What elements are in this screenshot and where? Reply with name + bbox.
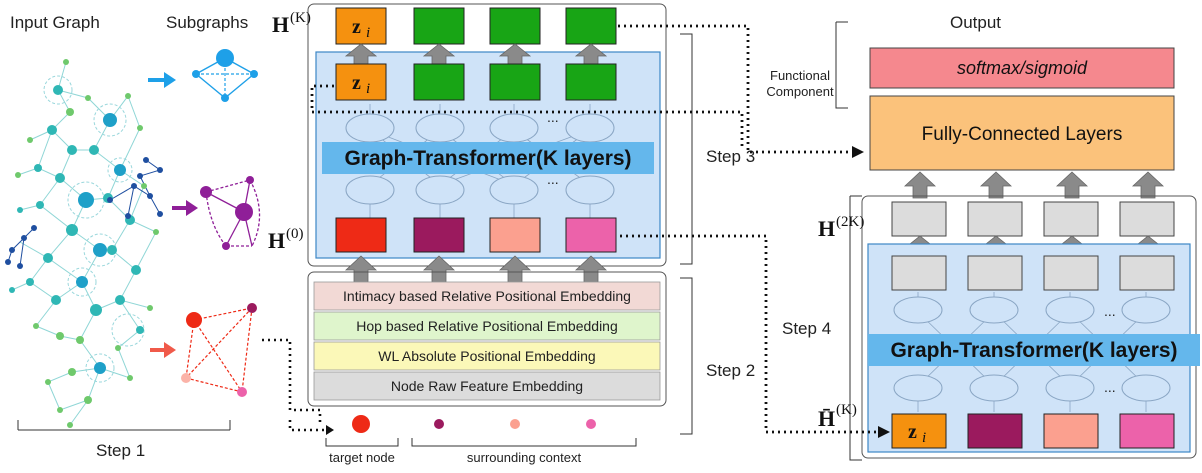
svg-text:...: ... [1104, 379, 1116, 395]
h0-sup: (0) [286, 226, 304, 242]
embedding-intimacy [313, 281, 661, 311]
fully-connected-box [869, 95, 1175, 171]
svg-text:z: z [908, 421, 917, 443]
subgraph-arrow-purple [172, 200, 198, 216]
embedding-hop [313, 311, 661, 341]
hK-sup: (K) [290, 10, 311, 26]
step1-bracket [17, 420, 231, 431]
output-label: Output [950, 13, 1001, 32]
functional-label-1: Functional [770, 68, 830, 83]
h0-box-purple [413, 217, 465, 253]
green-box-top-3 [565, 7, 617, 45]
h2K-label: H [818, 216, 835, 241]
dotted-connectors [310, 24, 876, 434]
surrounding-context-label: surrounding context [467, 450, 582, 465]
step3-label: Step 3 [706, 147, 755, 166]
h0-label: H [268, 228, 285, 253]
subgraph-arrow-blue [148, 72, 176, 88]
subgraph-purple [200, 176, 261, 250]
embedding-stack: Intimacy based Relative Positional Embed… [313, 281, 661, 401]
transformer-band-1 [322, 142, 654, 174]
softmax-label: softmax/sigmoid [957, 58, 1088, 78]
svg-text:Intimacy based Relative Positi: Intimacy based Relative Positional Embed… [343, 288, 631, 304]
h0-box-red [335, 217, 387, 253]
embedding-raw [313, 371, 661, 401]
svg-text:z: z [352, 72, 361, 94]
input-graph-network [5, 59, 163, 428]
fully-connected-label: Fully-Connected Layers [922, 124, 1123, 145]
h2K-sup: (2K) [836, 214, 864, 230]
green-box-top-1 [413, 7, 465, 45]
svg-text:Node Raw Feature Embedding: Node Raw Feature Embedding [391, 378, 583, 394]
subgraph-red [181, 303, 257, 397]
graph-transformer-label-1: Graph-Transformer(K layers) [344, 147, 631, 170]
subgraph-arrow-red [150, 342, 176, 358]
zi-box-second [335, 63, 387, 101]
svg-text:Hop based Relative Positional: Hop based Relative Positional Embedding [356, 318, 618, 334]
h0-box-pink [565, 217, 617, 253]
hK-label: H [272, 12, 289, 37]
svg-text:...: ... [547, 109, 559, 125]
svg-text:...: ... [1104, 303, 1116, 319]
zi-box-top [335, 7, 387, 45]
dotted-path-to-target [262, 338, 322, 424]
svg-text:WL Absolute Positional Embeddi: WL Absolute Positional Embedding [378, 348, 595, 364]
softmax-box [869, 47, 1175, 89]
middle-transformer-panel: H (K) z i z i [268, 3, 755, 465]
graph-transformer-label-2: Graph-Transformer(K layers) [890, 339, 1177, 362]
input-graph-label: Input Graph [10, 13, 100, 32]
step2-label: Step 2 [706, 361, 755, 380]
subgraph-blue [192, 49, 258, 102]
zi-box-right [891, 413, 947, 449]
input-graph-panel: Input Graph Subgraphs [5, 13, 334, 460]
green-box-top-2 [489, 7, 541, 45]
subgraphs-label: Subgraphs [166, 13, 248, 32]
right-output-panel: Output Functional Component softmax/sigm… [766, 13, 1200, 461]
step1-label: Step 1 [96, 441, 145, 460]
svg-text:z: z [352, 16, 361, 38]
embedding-wl [313, 341, 661, 371]
svg-text:...: ... [547, 171, 559, 187]
hbarK-sup: (K) [836, 402, 857, 418]
target-node-dot [352, 415, 370, 433]
svg-text:i: i [366, 81, 370, 97]
svg-text:i: i [922, 430, 926, 446]
functional-label-2: Component [766, 84, 834, 99]
step4-label: Step 4 [782, 319, 831, 338]
transformer-band-2 [868, 334, 1200, 366]
h0-box-salmon [489, 217, 541, 253]
hbarK-label: H̄ [818, 406, 835, 431]
target-node-label: target node [329, 450, 395, 465]
svg-text:i: i [366, 25, 370, 41]
